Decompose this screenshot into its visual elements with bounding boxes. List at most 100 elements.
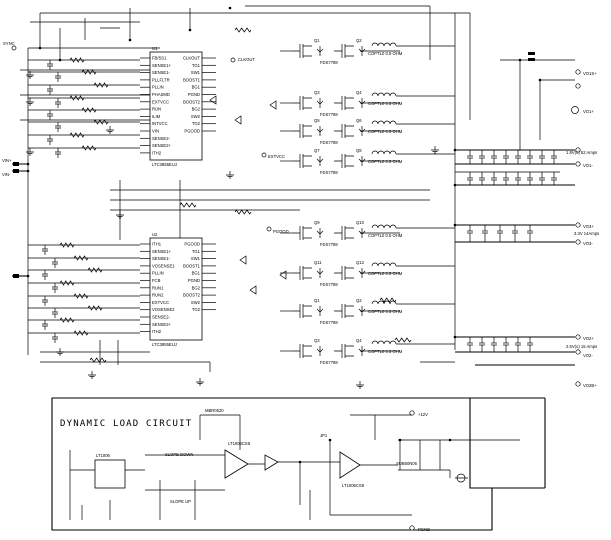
plus12v-label: +12V (418, 412, 428, 417)
capacitor (55, 98, 61, 108)
vo1-sense-plus-terminal (575, 69, 581, 75)
mosfet-ref: Q4 (356, 338, 362, 343)
ground-symbol (26, 148, 34, 156)
slope-up-label: SLOPE UP (170, 499, 191, 504)
resistor (73, 293, 89, 299)
capacitor (42, 320, 48, 330)
vo2-plus-terminal (575, 334, 581, 340)
junction-dot (38, 46, 42, 50)
inductor-coil (371, 224, 397, 229)
junction-dot (26, 274, 30, 278)
junction-dot (26, 162, 30, 166)
ground-symbol (26, 71, 34, 79)
ground-symbol (196, 378, 204, 386)
ic-pin-label: BOOST1 (183, 77, 201, 82)
pgnd-label: PGND (418, 527, 430, 532)
junction-dot (398, 438, 402, 442)
ground-symbol (431, 146, 439, 154)
resistor (73, 255, 89, 261)
junction-dot (453, 183, 457, 187)
ground-symbol (106, 126, 114, 134)
vo1-sense-label: VO1S+ (583, 71, 597, 76)
capacitor (47, 60, 53, 70)
mosfet-part-label: FDS7788 (320, 112, 338, 117)
vo2-plus-label: VO2+ (583, 336, 594, 341)
vo2b-plus-terminal (575, 381, 581, 387)
mosfet-ref: Q5 (314, 118, 320, 123)
junction-dot (453, 148, 457, 152)
vo3-rating-label: 3.3V 14Amps (574, 231, 599, 236)
resistor (69, 132, 85, 138)
ramp-ic-label: LT1006 (96, 453, 111, 458)
inductor-part-label: COPTL0 0.5 OHM (368, 271, 403, 276)
capacitor (47, 110, 53, 120)
clkout-terminal (230, 57, 236, 63)
mosfet-ref: Q2 (356, 38, 362, 43)
resistor (69, 95, 85, 101)
resistor (93, 119, 109, 125)
diode-symbol (279, 270, 287, 280)
junction-dot (453, 223, 457, 227)
ic-pin-label: SENSE2+ (152, 322, 172, 327)
body-diode (316, 126, 324, 136)
vo3-minus-label: VO3- (583, 241, 593, 246)
mosfet-part-label: FDS7788 (320, 282, 338, 287)
controller-ic-bottom: U2 LTC3855EUJ ITH1SENSE1+SENSE1-VOSENSE1… (140, 232, 216, 347)
vo3-plus-terminal (575, 222, 581, 228)
ic-pin-label: VIN (152, 129, 159, 134)
ic-pin-label: BOOST2 (183, 99, 201, 104)
ic-u2-left-pins: ITH1SENSE1+SENSE1-VOSENSE1PLLINFCBRUN1RU… (140, 242, 175, 334)
ic-pin-label: EXTVCC (152, 300, 169, 305)
buffer-1 (264, 454, 279, 471)
vo1s-sense-terminal (528, 52, 535, 61)
inductor-coil (371, 92, 397, 97)
net-tags: CLKOUT EXTVCC PGOOD (230, 57, 289, 234)
capacitor (42, 296, 48, 306)
resistor (69, 57, 85, 63)
ic-pin-label: TG1 (192, 63, 201, 68)
vo1-meter-node (571, 106, 579, 114)
inductor-coil (371, 300, 397, 305)
resistor (81, 107, 97, 113)
ic-u1-body (149, 51, 203, 161)
ic-pin-label: SW1 (191, 256, 201, 261)
mosfet-symbol (292, 266, 312, 280)
mosfet-symbol (292, 96, 312, 110)
ic-pin-label: FB/SS1 (152, 56, 167, 61)
capacitor (52, 308, 58, 318)
resistor (394, 337, 412, 343)
ic-pin-label: BG2 (192, 107, 201, 112)
ic-pin-label: SENSE1+ (152, 63, 172, 68)
mosfet-symbol (292, 124, 312, 138)
resistor (87, 305, 103, 311)
junction-dot (448, 438, 452, 442)
resistor (73, 330, 89, 336)
body-diode (316, 346, 324, 356)
ground-symbol (226, 171, 234, 179)
ic-pin-label: TG2 (192, 307, 201, 312)
mosfet-symbol (334, 124, 354, 138)
mosfet-ref: Q8 (356, 148, 362, 153)
body-diode (316, 306, 324, 316)
inductor-coil (371, 262, 397, 267)
vo1-plus-label: VO1+ (583, 109, 594, 114)
body-diode (316, 156, 324, 166)
mosfet-ref: Q2 (356, 298, 362, 303)
vo2b-plus-label: VO2B+ (583, 383, 597, 388)
mosfet-ref: Q4 (356, 90, 362, 95)
diode-symbol (239, 255, 247, 265)
resistor (89, 357, 107, 363)
capacitor (52, 258, 58, 268)
inductor-part-label: COPTL0 0.5 OHM (368, 349, 403, 354)
ramp-ic (94, 459, 126, 489)
component-details (26, 6, 542, 464)
vin-plus-terminal (13, 162, 19, 166)
ground-symbols (26, 71, 439, 389)
op-amp-1 (224, 449, 249, 479)
ic-pin-label: BG1 (192, 85, 201, 90)
